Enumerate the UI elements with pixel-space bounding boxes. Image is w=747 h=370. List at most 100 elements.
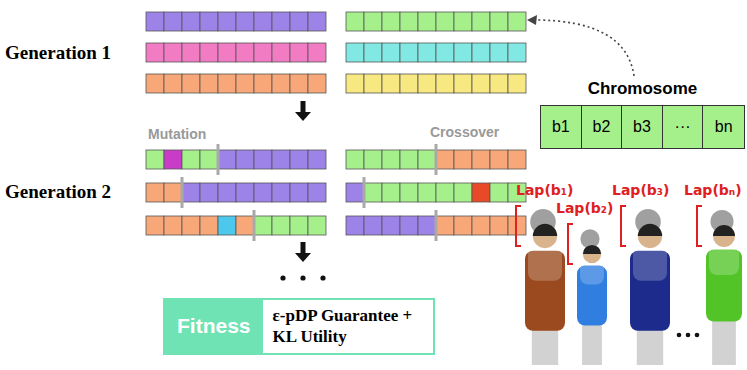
gene-cell [490, 74, 508, 93]
gene-cell [182, 150, 200, 169]
chromosome-strips [146, 12, 526, 241]
gene-cell [164, 216, 182, 235]
noise-bracket [697, 206, 702, 246]
noise-label: Lap(bₙ) [684, 182, 742, 198]
gene-cell [418, 43, 436, 62]
gene-cell [254, 12, 272, 31]
ellipsis-dot [280, 275, 285, 280]
gene-cell [182, 74, 200, 93]
gene-cell [364, 43, 382, 62]
gene-cell [418, 183, 436, 202]
gene-cell [200, 43, 218, 62]
gene-cell [382, 216, 400, 235]
gene-cell [472, 43, 490, 62]
cut-point [435, 144, 438, 175]
gene-cell [346, 150, 364, 169]
person-face [533, 224, 557, 248]
gene-cell [200, 12, 218, 31]
gene-cell [382, 183, 400, 202]
gene-cell [218, 43, 236, 62]
gene-cell [254, 216, 272, 235]
person-face [713, 225, 735, 247]
gene-cell [182, 12, 200, 31]
gene-cell [308, 183, 326, 202]
gene-cell [308, 43, 326, 62]
gene-cell [436, 150, 454, 169]
gene-cell [290, 12, 308, 31]
gene-cell [436, 12, 454, 31]
gene-cell [508, 74, 526, 93]
gene-cell [364, 150, 382, 169]
gene-cell [346, 216, 364, 235]
gene-cell [454, 74, 472, 93]
person-hair [533, 224, 557, 236]
gene-cell [454, 12, 472, 31]
dotted-pointer [534, 20, 634, 76]
person-legs [582, 322, 602, 365]
gene-cell [164, 150, 182, 169]
gene-cell [418, 74, 436, 93]
person-face [583, 245, 601, 263]
chromosome-title: Chromosome [541, 79, 744, 99]
gene-cell-box: bn [703, 106, 744, 148]
down-arrow-head [295, 112, 311, 121]
gene-cell-box: b2 [582, 106, 623, 148]
noise-bracket [621, 206, 626, 246]
gene-cell [346, 183, 364, 202]
noise-label: Lap(b₂) [556, 200, 613, 216]
gene-cell [236, 74, 254, 93]
ellipsis-dot [300, 275, 305, 280]
gene-cell [146, 150, 164, 169]
people-figures [516, 206, 742, 365]
gene-cell [254, 74, 272, 93]
gene-cell [400, 12, 418, 31]
generation-label: Generation 2 [5, 181, 111, 203]
gene-cell [346, 74, 364, 93]
cut-point [217, 144, 220, 175]
gene-cell [236, 150, 254, 169]
gene-cell [364, 12, 382, 31]
gene-cell [508, 43, 526, 62]
gene-cell [472, 150, 490, 169]
person-hair [583, 245, 601, 254]
gene-cell [218, 150, 236, 169]
gene-cell [454, 216, 472, 235]
gene-cell [400, 43, 418, 62]
gene-cell [436, 74, 454, 93]
person-face [638, 224, 662, 248]
gene-cell [418, 216, 436, 235]
gene-cell-box: b1 [541, 106, 582, 148]
operator-label: Mutation [148, 126, 206, 142]
gene-cell [508, 12, 526, 31]
gene-cell [290, 74, 308, 93]
gene-cell [308, 216, 326, 235]
gene-cell [218, 216, 236, 235]
gene-cell [418, 150, 436, 169]
ellipsis-dot [677, 333, 682, 338]
gene-cell [236, 183, 254, 202]
gene-cell [364, 183, 382, 202]
gene-cell [472, 183, 490, 202]
gene-cell [236, 216, 254, 235]
gene-cell [254, 183, 272, 202]
gene-cell [346, 43, 364, 62]
gene-cell [218, 183, 236, 202]
gene-cell [236, 12, 254, 31]
fitness-criteria: ε-pDP Guarantee + KL Utility [263, 300, 433, 353]
gene-cell [490, 43, 508, 62]
gene-cell [490, 183, 508, 202]
ellipsis-dot [686, 333, 691, 338]
person-legs [637, 327, 663, 365]
gene-cell [182, 183, 200, 202]
gene-cell [290, 43, 308, 62]
gene-cell [254, 150, 272, 169]
person-legs [712, 318, 736, 365]
gene-cell [436, 183, 454, 202]
gene-cell [382, 150, 400, 169]
gene-cell [400, 183, 418, 202]
gene-cell [164, 43, 182, 62]
gene-cell [436, 43, 454, 62]
gene-cell [436, 216, 454, 235]
gene-cell [146, 43, 164, 62]
noise-label: Lap(b₃) [612, 182, 669, 198]
